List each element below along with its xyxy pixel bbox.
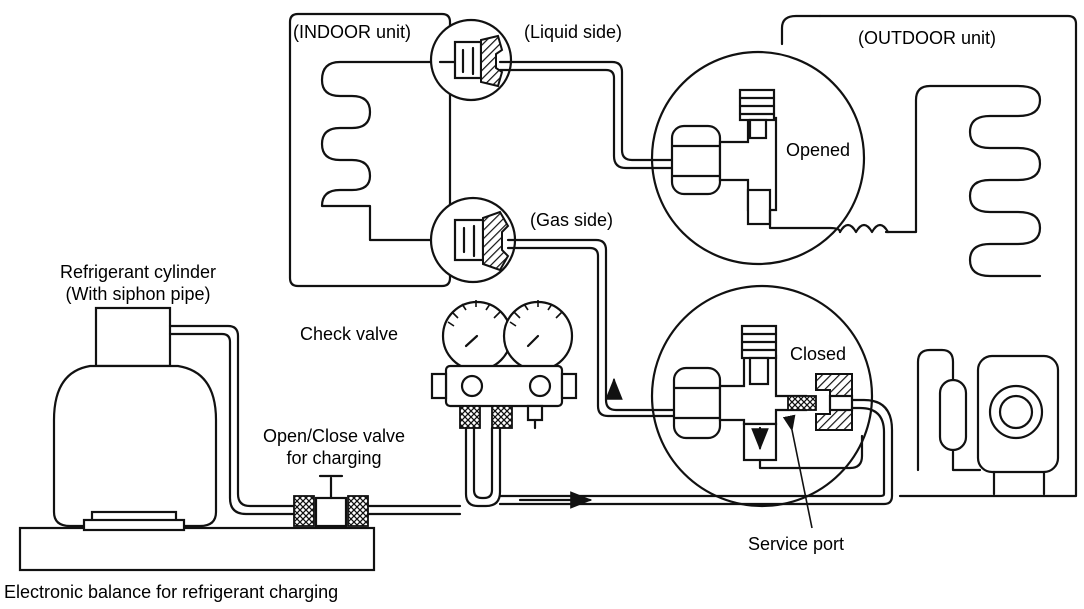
indoor-unit bbox=[288, 12, 452, 288]
opened-label: Opened bbox=[786, 140, 851, 160]
open-close-valve-label-2: for charging bbox=[286, 448, 382, 468]
outdoor-unit-label: (OUTDOOR unit) bbox=[858, 28, 997, 48]
closed-valve-detail bbox=[498, 284, 894, 508]
check-valve-label: Check valve bbox=[300, 324, 399, 344]
electronic-balance-label: Electronic balance for refrigerant charg… bbox=[4, 582, 339, 602]
gauge-manifold bbox=[430, 300, 578, 508]
opened-valve-detail bbox=[650, 50, 866, 266]
electronic-balance bbox=[18, 518, 376, 572]
closed-label: Closed bbox=[790, 344, 847, 364]
liquid-side-flare bbox=[429, 18, 513, 102]
open-close-valve bbox=[293, 474, 462, 528]
refrigerant-cylinder-label-1: Refrigerant cylinder bbox=[59, 262, 217, 282]
indoor-coil bbox=[320, 60, 442, 242]
refrigerant-cylinder-label-2: (With siphon pipe) bbox=[65, 284, 211, 304]
outdoor-unit bbox=[780, 14, 1078, 498]
gas-side-label: (Gas side) bbox=[530, 210, 614, 230]
refrigerant-cylinder bbox=[52, 306, 302, 532]
service-port-label: Service port bbox=[748, 534, 845, 554]
liquid-side-label: (Liquid side) bbox=[524, 22, 623, 42]
outdoor-coil bbox=[884, 84, 1042, 278]
indoor-unit-label: (INDOOR unit) bbox=[293, 22, 412, 42]
gas-side-flare bbox=[429, 196, 517, 284]
open-close-valve-label-1: Open/Close valve bbox=[262, 426, 406, 446]
